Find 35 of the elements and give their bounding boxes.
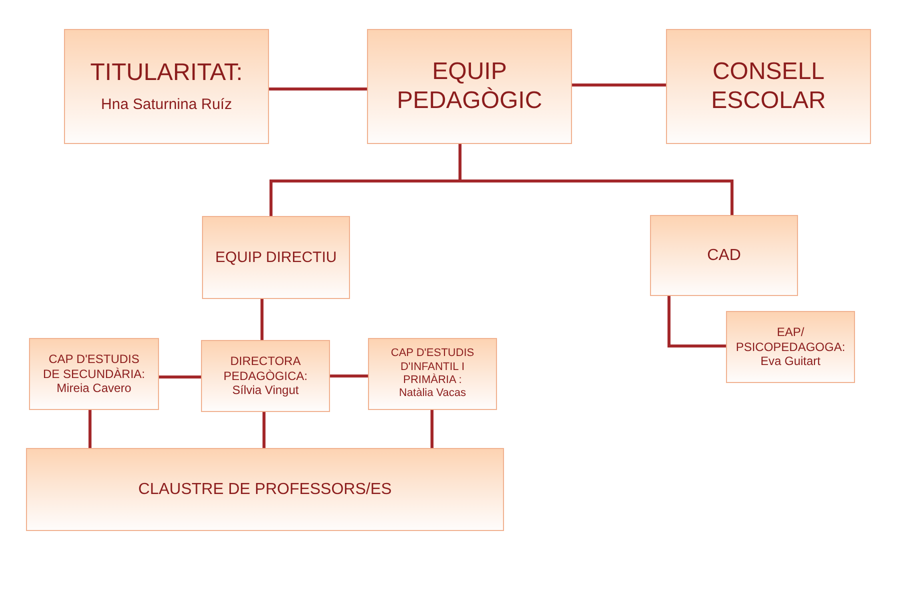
- connector-line: [668, 296, 726, 348]
- box-title: EQUIP PEDAGÒGIC: [396, 58, 544, 116]
- box-title: DIRECTORA PEDAGÒGICA:: [222, 354, 309, 383]
- box-title: CLAUSTRE DE PROFESSORS/ES: [138, 480, 392, 500]
- person-name: Natàlia Vacas: [398, 386, 466, 401]
- box-title: EQUIP DIRECTIU: [215, 248, 337, 266]
- box-title: CAP D'ESTUDIS DE SECUNDÀRIA:: [42, 352, 146, 381]
- org-box: [29, 338, 159, 410]
- connector-line: [330, 374, 368, 378]
- connector-line: [269, 88, 367, 90]
- box-title: TITULARITAT:: [90, 58, 243, 88]
- person-name: Mireia Cavero: [56, 380, 132, 396]
- org-box: [202, 216, 350, 299]
- connector-line: [159, 376, 201, 378]
- connector-line: [260, 299, 264, 340]
- org-box: [64, 29, 269, 144]
- org-box: [726, 311, 855, 383]
- connector-line: [262, 412, 266, 448]
- box-title: EAP/ PSICOPEDAGOGA:: [734, 325, 846, 354]
- box-title: CONSELL ESCOLAR: [710, 58, 827, 116]
- org-box: [650, 215, 798, 296]
- org-box: [368, 338, 497, 410]
- box-title: CAP D'ESTUDIS D'INFANTIL I PRIMÀRIA :: [390, 347, 476, 387]
- connector-line: [88, 410, 92, 448]
- connector-line: [430, 410, 434, 448]
- connector-line: [458, 144, 734, 215]
- org-box: [666, 29, 871, 144]
- connector-line: [572, 84, 666, 86]
- org-box: [201, 340, 330, 412]
- person-name: Hna Saturnina Ruíz: [101, 96, 232, 114]
- person-name: Sílvia Vingut: [232, 382, 299, 398]
- org-box: [26, 448, 504, 531]
- box-title: CAD: [707, 246, 741, 266]
- org-box: [367, 29, 572, 144]
- person-name: Eva Guitart: [760, 354, 821, 369]
